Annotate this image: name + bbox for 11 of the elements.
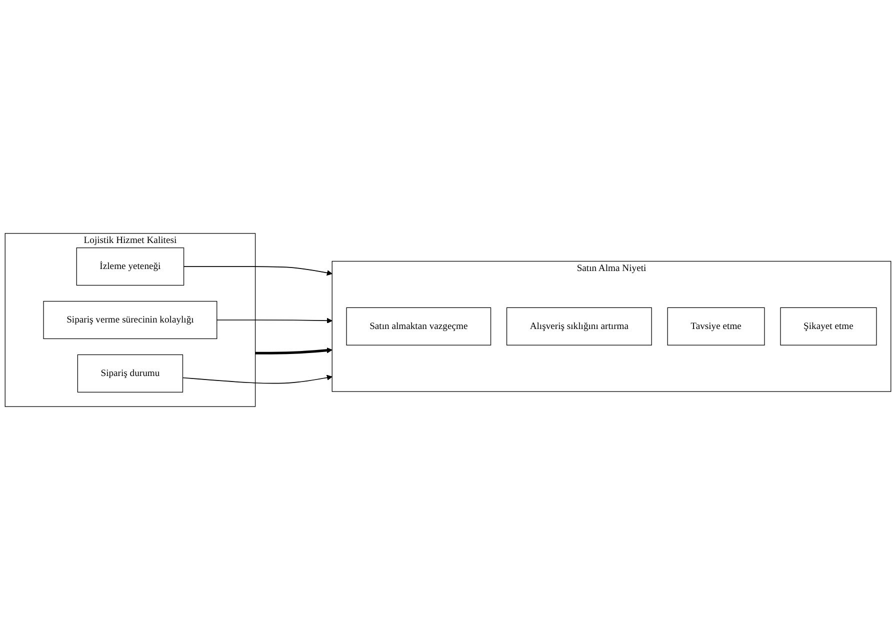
arrow — [182, 374, 332, 384]
arrow — [216, 317, 332, 323]
arrow — [183, 266, 332, 276]
node-box: Satın almaktan vazgeçme — [346, 306, 492, 345]
node-box: Alışveriş sıklığını artırma — [506, 306, 652, 345]
node-box: Sipariş verme sürecinin kolaylığı — [43, 300, 218, 339]
node-box: Şikayet etme — [780, 306, 877, 345]
arrow — [255, 347, 332, 354]
node-box: Tavsiye etme — [667, 306, 765, 345]
node-box: Sipariş durumu — [77, 354, 184, 392]
node-box: İzleme yeteneği — [76, 247, 184, 286]
